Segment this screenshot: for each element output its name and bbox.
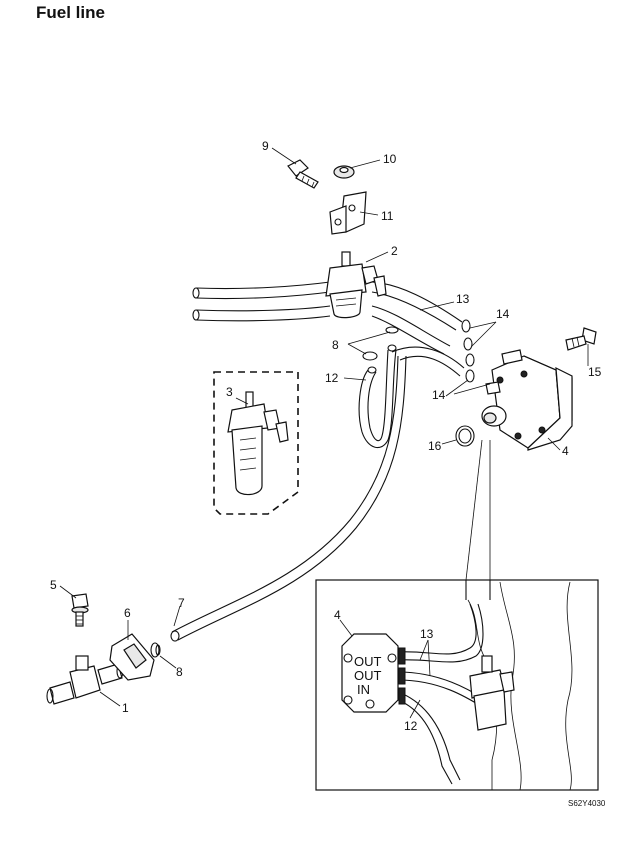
callout-8-upper: 8 xyxy=(332,338,339,352)
callout-3: 3 xyxy=(226,385,233,399)
clip-8-lower xyxy=(150,642,161,658)
callout-12: 12 xyxy=(325,371,339,385)
callout-4: 4 xyxy=(562,444,569,458)
callout-8-lower: 8 xyxy=(176,665,183,679)
hose-7 xyxy=(170,346,465,642)
detail-callout-4: 4 xyxy=(334,608,341,622)
callout-7: 7 xyxy=(178,596,185,610)
grommet-6 xyxy=(109,633,155,681)
bolt-15 xyxy=(565,327,597,351)
hose-12 xyxy=(358,344,397,449)
callout-14-top: 14 xyxy=(496,307,510,321)
callout-9: 9 xyxy=(262,139,269,153)
callout-14-bottom: 14 xyxy=(432,388,446,402)
optional-filter-3-box xyxy=(213,371,299,515)
plate-label-in: IN xyxy=(357,682,370,697)
plate-label-out-2: OUT xyxy=(354,668,382,683)
leader-lines xyxy=(59,147,589,707)
joint-1 xyxy=(46,655,124,705)
clips-14 xyxy=(461,319,475,383)
fuel-pump-4 xyxy=(481,349,573,451)
detail-callout-13: 13 xyxy=(420,627,434,641)
callout-13: 13 xyxy=(456,292,470,306)
callout-16: 16 xyxy=(428,439,442,453)
bracket-11 xyxy=(329,191,367,235)
page-title: Fuel line xyxy=(36,3,105,22)
callout-15: 15 xyxy=(588,365,602,379)
clip-8-upper xyxy=(362,326,399,361)
nut-10 xyxy=(333,165,355,179)
callout-5: 5 xyxy=(50,578,57,592)
callout-10: 10 xyxy=(383,152,397,166)
callout-1: 1 xyxy=(122,701,129,715)
plate-label-out-1: OUT xyxy=(354,654,382,669)
callout-labels: 9 10 11 2 13 14 8 12 3 14 15 16 4 5 6 7 … xyxy=(50,139,602,715)
bolt-9 xyxy=(287,159,319,189)
figure-code: S62Y4030 xyxy=(568,799,606,808)
o-ring-16 xyxy=(455,425,475,447)
bolt-5 xyxy=(71,593,89,627)
callout-11: 11 xyxy=(381,209,394,223)
fuel-filter-2 xyxy=(325,251,387,319)
detail-inset: OUT OUT IN 4 13 12 xyxy=(315,579,599,791)
callout-2: 2 xyxy=(391,244,398,258)
detail-callout-12: 12 xyxy=(404,719,418,733)
callout-6: 6 xyxy=(124,606,131,620)
detail-pointer xyxy=(465,439,491,581)
